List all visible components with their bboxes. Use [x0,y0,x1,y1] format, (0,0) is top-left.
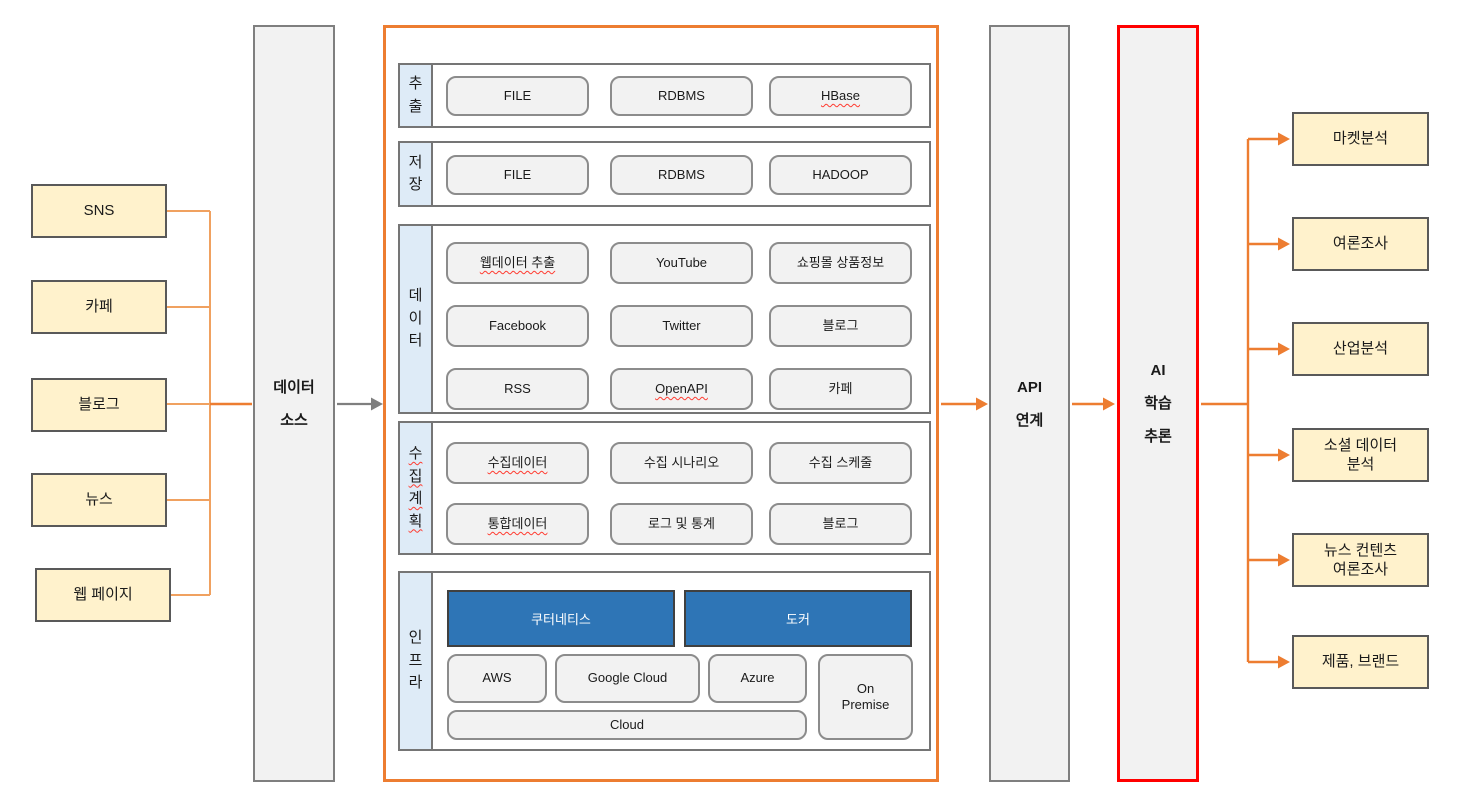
cell-data-twitter: Twitter [610,305,753,347]
infra-docker-box: 도커 [684,590,912,647]
cell-data-webdata: 웹데이터 추출 [446,242,589,284]
infra-kubernetes-box: 쿠터네티스 [447,590,675,647]
source-box-sns: SNS [31,184,167,238]
pipeline-to-api-arrow [941,397,988,411]
cell-plan-blog: 블로그 [769,503,912,545]
cell-plan-collected-data: 수집데이터 [446,442,589,484]
source-box-cafe: 카페 [31,280,167,334]
source-box-blog: 블로그 [31,378,167,432]
cell-data-rss: RSS [446,368,589,410]
output-box-social-data-analysis: 소셜 데이터 분석 [1292,428,1429,482]
cell-extract-hbase: HBase [769,76,912,116]
data-source-column: 데이터 소스 [253,25,335,782]
cell-plan-schedule: 수집 스케줄 [769,442,912,484]
output-box-market-analysis: 마켓분석 [1292,112,1429,166]
ai-learning-inference-box: AI 학습 추론 [1117,25,1199,782]
row-storage-label: 저장 [400,143,433,205]
infra-cloud-box: Cloud [447,710,807,740]
row-storage: 저장 FILE RDBMS HADOOP [398,141,931,207]
cell-storage-rdbms: RDBMS [610,155,753,195]
datasource-to-pipeline-arrow [337,397,383,411]
cell-storage-hadoop: HADOOP [769,155,912,195]
cell-data-openapi: OpenAPI [610,368,753,410]
cell-data-shopping: 쇼핑몰 상품정보 [769,242,912,284]
infra-azure-box: Azure [708,654,807,703]
row-data-label: 데이터 [400,226,433,412]
source-box-news: 뉴스 [31,473,167,527]
infra-on-premise-box: On Premise [818,654,913,740]
cell-data-facebook: Facebook [446,305,589,347]
cell-storage-file: FILE [446,155,589,195]
api-to-ai-arrow [1072,397,1115,411]
infra-aws-box: AWS [447,654,547,703]
output-box-news-content-poll: 뉴스 컨텐츠 여론조사 [1292,533,1429,587]
collection-platform-panel: 추출 FILE RDBMS HBase 저장 FILE RDBMS HADOOP… [383,25,939,782]
cell-data-youtube: YouTube [610,242,753,284]
source-box-webpage: 웹 페이지 [35,568,171,622]
row-data: 데이터 웹데이터 추출 YouTube 쇼핑몰 상품정보 Facebook Tw… [398,224,931,414]
output-box-opinion-poll: 여론조사 [1292,217,1429,271]
ai-to-outputs-bus [1201,137,1279,664]
cell-extract-rdbms: RDBMS [610,76,753,116]
cell-data-blog: 블로그 [769,305,912,347]
row-collection-plan-label: 수집계획 [400,423,433,553]
source-connectors [167,210,211,596]
infra-google-cloud-box: Google Cloud [555,654,700,703]
row-extract-label: 추출 [400,65,433,126]
cell-plan-log-stats: 로그 및 통계 [610,503,753,545]
row-extract: 추출 FILE RDBMS HBase [398,63,931,128]
output-box-product-brand: 제품, 브랜드 [1292,635,1429,689]
row-collection-plan: 수집계획 수집데이터 수집 시나리오 수집 스케줄 통합데이터 로그 및 통계 … [398,421,931,555]
output-arrowheads [1278,132,1290,669]
row-infra-label: 인프라 [400,573,433,749]
cell-plan-scenario: 수집 시나리오 [610,442,753,484]
cell-extract-file: FILE [446,76,589,116]
output-box-industry-analysis: 산업분석 [1292,322,1429,376]
api-link-column: API 연계 [989,25,1070,782]
cell-data-cafe: 카페 [769,368,912,410]
row-infra: 인프라 쿠터네티스 도커 AWS Google Cloud Azure On P… [398,571,931,751]
cell-plan-integrated-data: 통합데이터 [446,503,589,545]
